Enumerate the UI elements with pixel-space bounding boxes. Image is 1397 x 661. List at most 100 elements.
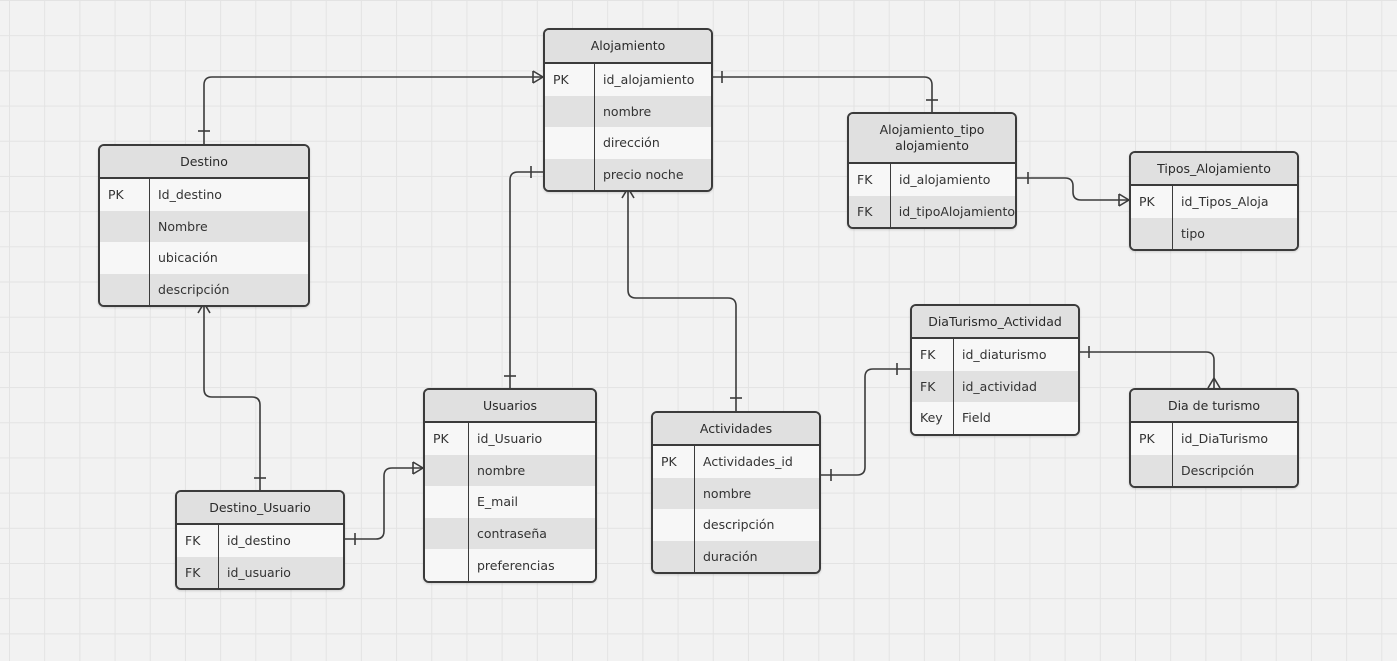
key-cell	[100, 273, 150, 306]
key-cell	[100, 242, 150, 274]
entity-row[interactable]: contraseña	[425, 517, 595, 550]
field-cell: id_tipoAlojamiento	[898, 203, 1015, 219]
entity-title: DiaTurismo_Actividad	[928, 313, 1062, 329]
field-cell: id_alojamiento	[899, 172, 991, 188]
entity-header: Destino_Usuario	[177, 492, 343, 525]
field-cell: nombre	[477, 462, 526, 478]
entity-header: Tipos_Alojamiento	[1131, 153, 1297, 186]
entity-header: Dia de turismo	[1131, 390, 1297, 423]
entity-row[interactable]: tipo	[1131, 217, 1297, 250]
entity-actividades[interactable]: Actividades PK Actividades_id nombre desc…	[651, 411, 821, 575]
key-cell: PK	[1131, 186, 1173, 218]
key-cell	[425, 454, 469, 487]
field-cell: contraseña	[477, 526, 547, 542]
crowfoot-alojamiento-side	[532, 70, 544, 84]
entity-row[interactable]: FK id_usuario	[177, 556, 343, 589]
connector-destino-usuario-usuarios[interactable]	[345, 461, 424, 545]
entity-row[interactable]: dirección	[545, 127, 711, 159]
key-cell: FK	[177, 556, 219, 589]
field-cell: id_actividad	[962, 378, 1037, 394]
connector-alojamiento-destino[interactable]	[198, 70, 544, 145]
entity-row[interactable]: FK id_actividad	[912, 370, 1078, 403]
crowfoot-tipos-side	[1118, 193, 1130, 207]
field-cell: nombre	[703, 485, 752, 501]
field-cell: dirección	[603, 135, 660, 151]
entity-row[interactable]: Key Field	[912, 402, 1078, 434]
key-cell: Key	[912, 402, 954, 434]
entity-title: Usuarios	[482, 397, 538, 413]
connector-diaturismo-actividad-dia-de-turismo[interactable]	[1079, 346, 1221, 389]
key-cell: FK	[177, 525, 219, 557]
entity-header: Usuarios	[425, 390, 595, 423]
entity-title: Destino_Usuario	[209, 499, 311, 515]
field-cell: Nombre	[158, 218, 208, 234]
key-cell: PK	[100, 179, 150, 211]
field-cell: id_Tipos_Aloja	[1181, 194, 1269, 210]
field-cell: duración	[703, 549, 758, 565]
entity-row[interactable]: nombre	[425, 454, 595, 487]
key-cell: PK	[545, 64, 595, 96]
field-cell: id_usuario	[227, 564, 291, 580]
field-cell: ubicación	[158, 250, 218, 266]
entity-row[interactable]: ubicación	[100, 242, 308, 274]
entity-row[interactable]: descripción	[100, 273, 308, 306]
key-cell: PK	[425, 423, 469, 455]
key-cell: PK	[1131, 423, 1173, 455]
field-cell: descripción	[158, 282, 230, 298]
entity-row[interactable]: Nombre	[100, 210, 308, 243]
entity-tipos-alojamiento[interactable]: Tipos_Alojamiento PK id_Tipos_Aloja tipo	[1129, 151, 1299, 252]
entity-title: Actividades	[699, 420, 773, 436]
entity-title: Tipos_Alojamiento	[1157, 160, 1271, 176]
entity-row[interactable]: preferencias	[425, 549, 595, 581]
entity-title: Dia de turismo	[1167, 397, 1261, 413]
key-cell	[425, 549, 469, 581]
connector-alojamiento-tipo-tipos-alojamiento[interactable]	[1017, 172, 1130, 207]
entity-row[interactable]: PK Actividades_id	[653, 446, 819, 478]
entity-row[interactable]: precio noche	[545, 158, 711, 191]
key-cell	[545, 127, 595, 159]
field-cell: Descripción	[1181, 462, 1255, 478]
key-cell	[1131, 454, 1173, 487]
key-cell	[425, 486, 469, 518]
connector-destino-destino-usuario[interactable]	[197, 302, 266, 490]
key-cell: FK	[912, 370, 954, 403]
entity-row[interactable]: Descripción	[1131, 454, 1297, 487]
key-cell: PK	[653, 446, 695, 478]
field-cell: Actividades_id	[703, 454, 793, 470]
entity-header: Actividades	[653, 413, 819, 446]
connector-alojamiento-usuarios[interactable]	[504, 166, 543, 388]
field-cell: preferencias	[477, 557, 555, 573]
key-cell	[653, 540, 695, 573]
entity-row[interactable]: FK id_destino	[177, 525, 343, 557]
field-cell: nombre	[603, 103, 652, 119]
entity-row[interactable]: PK id_Tipos_Aloja	[1131, 186, 1297, 218]
entity-row[interactable]: E_mail	[425, 486, 595, 518]
connector-actividades-diaturismo-actividad[interactable]	[821, 363, 910, 481]
field-cell: precio noche	[603, 167, 684, 183]
entity-row[interactable]: nombre	[545, 95, 711, 128]
key-cell	[545, 95, 595, 128]
entity-row[interactable]: descripción	[653, 509, 819, 541]
entity-row[interactable]: nombre	[653, 477, 819, 510]
entity-row[interactable]: duración	[653, 540, 819, 573]
field-cell: Field	[962, 410, 991, 426]
entity-destino-usuario[interactable]: Destino_Usuario FK id_destino FK id_usuari…	[175, 490, 345, 591]
connector-alojamiento-actividades[interactable]	[621, 187, 742, 411]
entity-row[interactable]: PK id_alojamiento	[545, 64, 711, 96]
connector-alojamiento-alojamiento-tipo[interactable]	[713, 71, 938, 112]
field-cell: id_alojamiento	[603, 72, 695, 88]
field-cell: E_mail	[477, 494, 518, 510]
field-cell: id_destino	[227, 533, 291, 549]
